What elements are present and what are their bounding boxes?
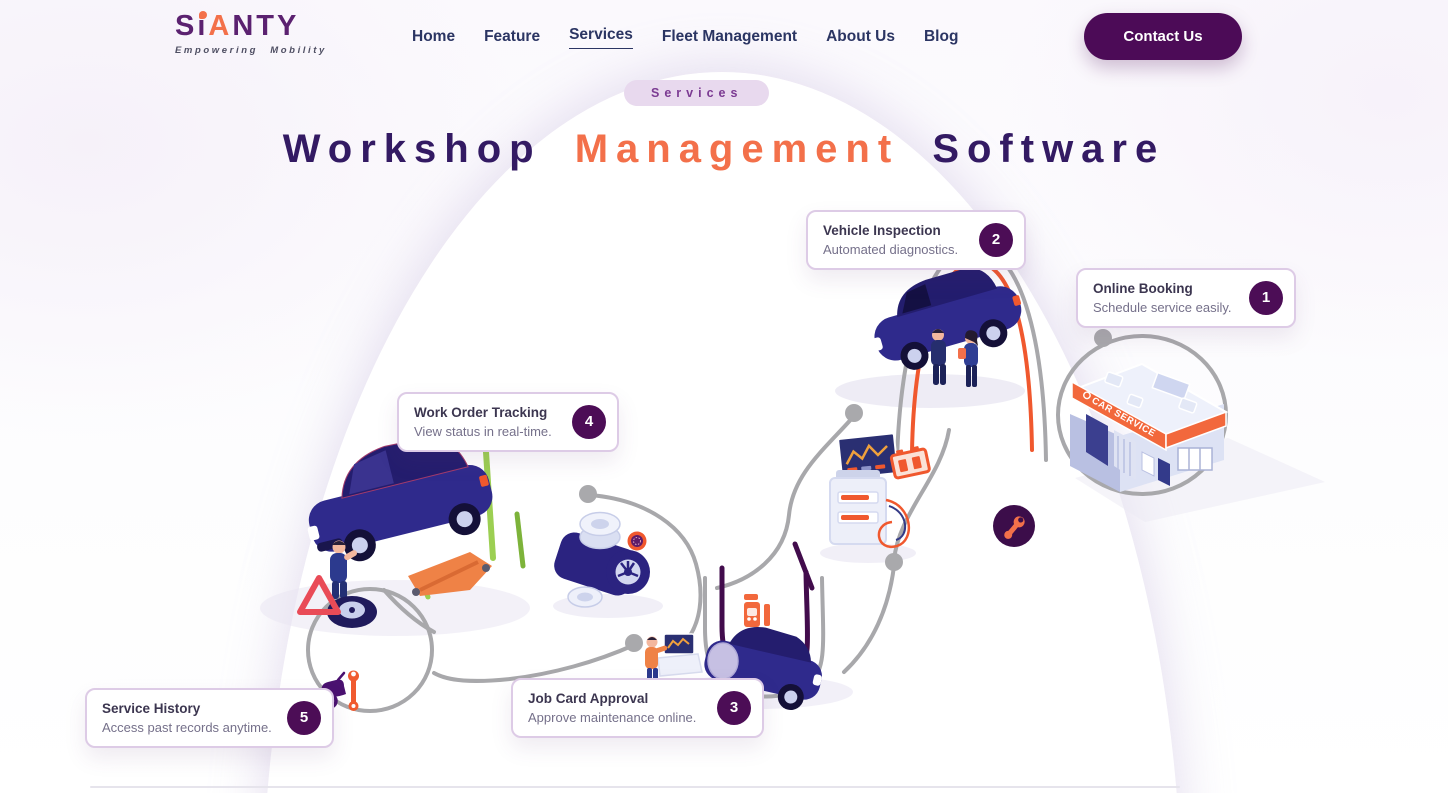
scan-disc (707, 642, 739, 680)
card-title: Service History (102, 701, 201, 716)
customer-person (958, 330, 978, 387)
inspection-car (871, 268, 1022, 387)
logo-letter-a: A (208, 10, 233, 42)
step-number-badge: 5 (287, 700, 321, 735)
car-lift-icon (744, 594, 770, 627)
card-description: Schedule service easily. (1093, 299, 1232, 315)
nav-item-feature[interactable]: Feature (484, 28, 541, 45)
card-vehicle-inspection: Vehicle Inspection Automated diagnostics… (806, 210, 1026, 270)
brand-tagline: Empowering Mobility (175, 45, 327, 56)
card-title: Work Order Tracking (414, 405, 548, 420)
card-job-card-approval: Job Card Approval Approve maintenance on… (511, 678, 764, 738)
road-node-dot (885, 553, 903, 571)
worker-kiosk (645, 633, 703, 683)
service-building: CAR SERVICE (1070, 362, 1229, 492)
purple-stripe-accent (792, 541, 815, 591)
card-service-history: Service History Access past records anyt… (85, 688, 334, 748)
main-nav: Home Feature Services Fleet Management A… (412, 0, 958, 74)
card-online-booking: Online Booking Schedule service easily. … (1076, 268, 1296, 328)
tire-stack (554, 511, 650, 608)
card-title: Job Card Approval (528, 691, 649, 706)
logo-letter-i: i (197, 10, 209, 42)
road-node-dot (579, 485, 597, 503)
brand-logo-text: SiANTY (175, 12, 327, 41)
page-title: Workshop Management Software (0, 127, 1448, 172)
step-number-badge: 4 (572, 404, 606, 439)
road-node-dot (845, 404, 863, 422)
spare-tire (327, 596, 377, 628)
road-loop-bottom-left (306, 587, 434, 713)
nav-item-blog[interactable]: Blog (923, 28, 959, 45)
building-banner-logo-icon (1083, 391, 1091, 400)
road-to-gate (842, 564, 896, 674)
road-node-dots (579, 329, 1112, 652)
nav-item-about-us[interactable]: About Us (826, 28, 895, 45)
building-banner (1071, 380, 1167, 452)
road-bottom-left (432, 643, 636, 683)
diagnostic-kiosk (829, 432, 911, 549)
nav-item-services[interactable]: Services (569, 26, 633, 49)
logo-letter: S (175, 10, 198, 42)
road-right-descent (892, 428, 951, 562)
top-navigation-bar: SiANTY Empowering Mobility Home Feature … (0, 0, 1448, 74)
logo-letters: NTY (232, 10, 300, 42)
services-badge: Services (624, 80, 770, 106)
battery-icon (889, 446, 931, 480)
brand-logo[interactable]: SiANTY Empowering Mobility (175, 12, 327, 57)
card-description: Approve maintenance online. (528, 709, 697, 725)
nav-item-fleet-management[interactable]: Fleet Management (661, 28, 798, 45)
nav-item-home[interactable]: Home (412, 28, 456, 45)
mechanic-under-car (330, 540, 358, 599)
mechanic-person (931, 329, 946, 385)
road-node-dot (625, 634, 643, 652)
road-loop-link (382, 588, 436, 634)
card-title: Online Booking (1093, 281, 1193, 296)
road-left-descent (715, 414, 856, 590)
car-on-jack-scene (297, 436, 493, 628)
road-tires-curve (588, 493, 703, 643)
card-description: Access past records anytime. (102, 719, 272, 735)
step-number-badge: 3 (717, 690, 751, 725)
title-word-software: Software (932, 127, 1166, 171)
step-number-badge: 1 (1249, 280, 1283, 315)
title-word-management: Management (574, 127, 900, 171)
card-description: View status in real-time. (414, 423, 552, 439)
card-description: Automated diagnostics. (823, 241, 959, 257)
road-node-dot (1094, 329, 1112, 347)
card-title: Vehicle Inspection (823, 223, 941, 238)
contact-us-button[interactable]: Contact Us (1084, 13, 1242, 60)
step-number-badge: 2 (979, 222, 1013, 257)
title-word-workshop: Workshop (282, 127, 542, 171)
card-work-order-tracking: Work Order Tracking View status in real-… (397, 392, 619, 452)
warning-triangle (297, 575, 341, 615)
section-divider (90, 786, 1180, 788)
wrench-badge-icon (993, 505, 1035, 547)
scan-gate-car-scene (645, 594, 822, 711)
